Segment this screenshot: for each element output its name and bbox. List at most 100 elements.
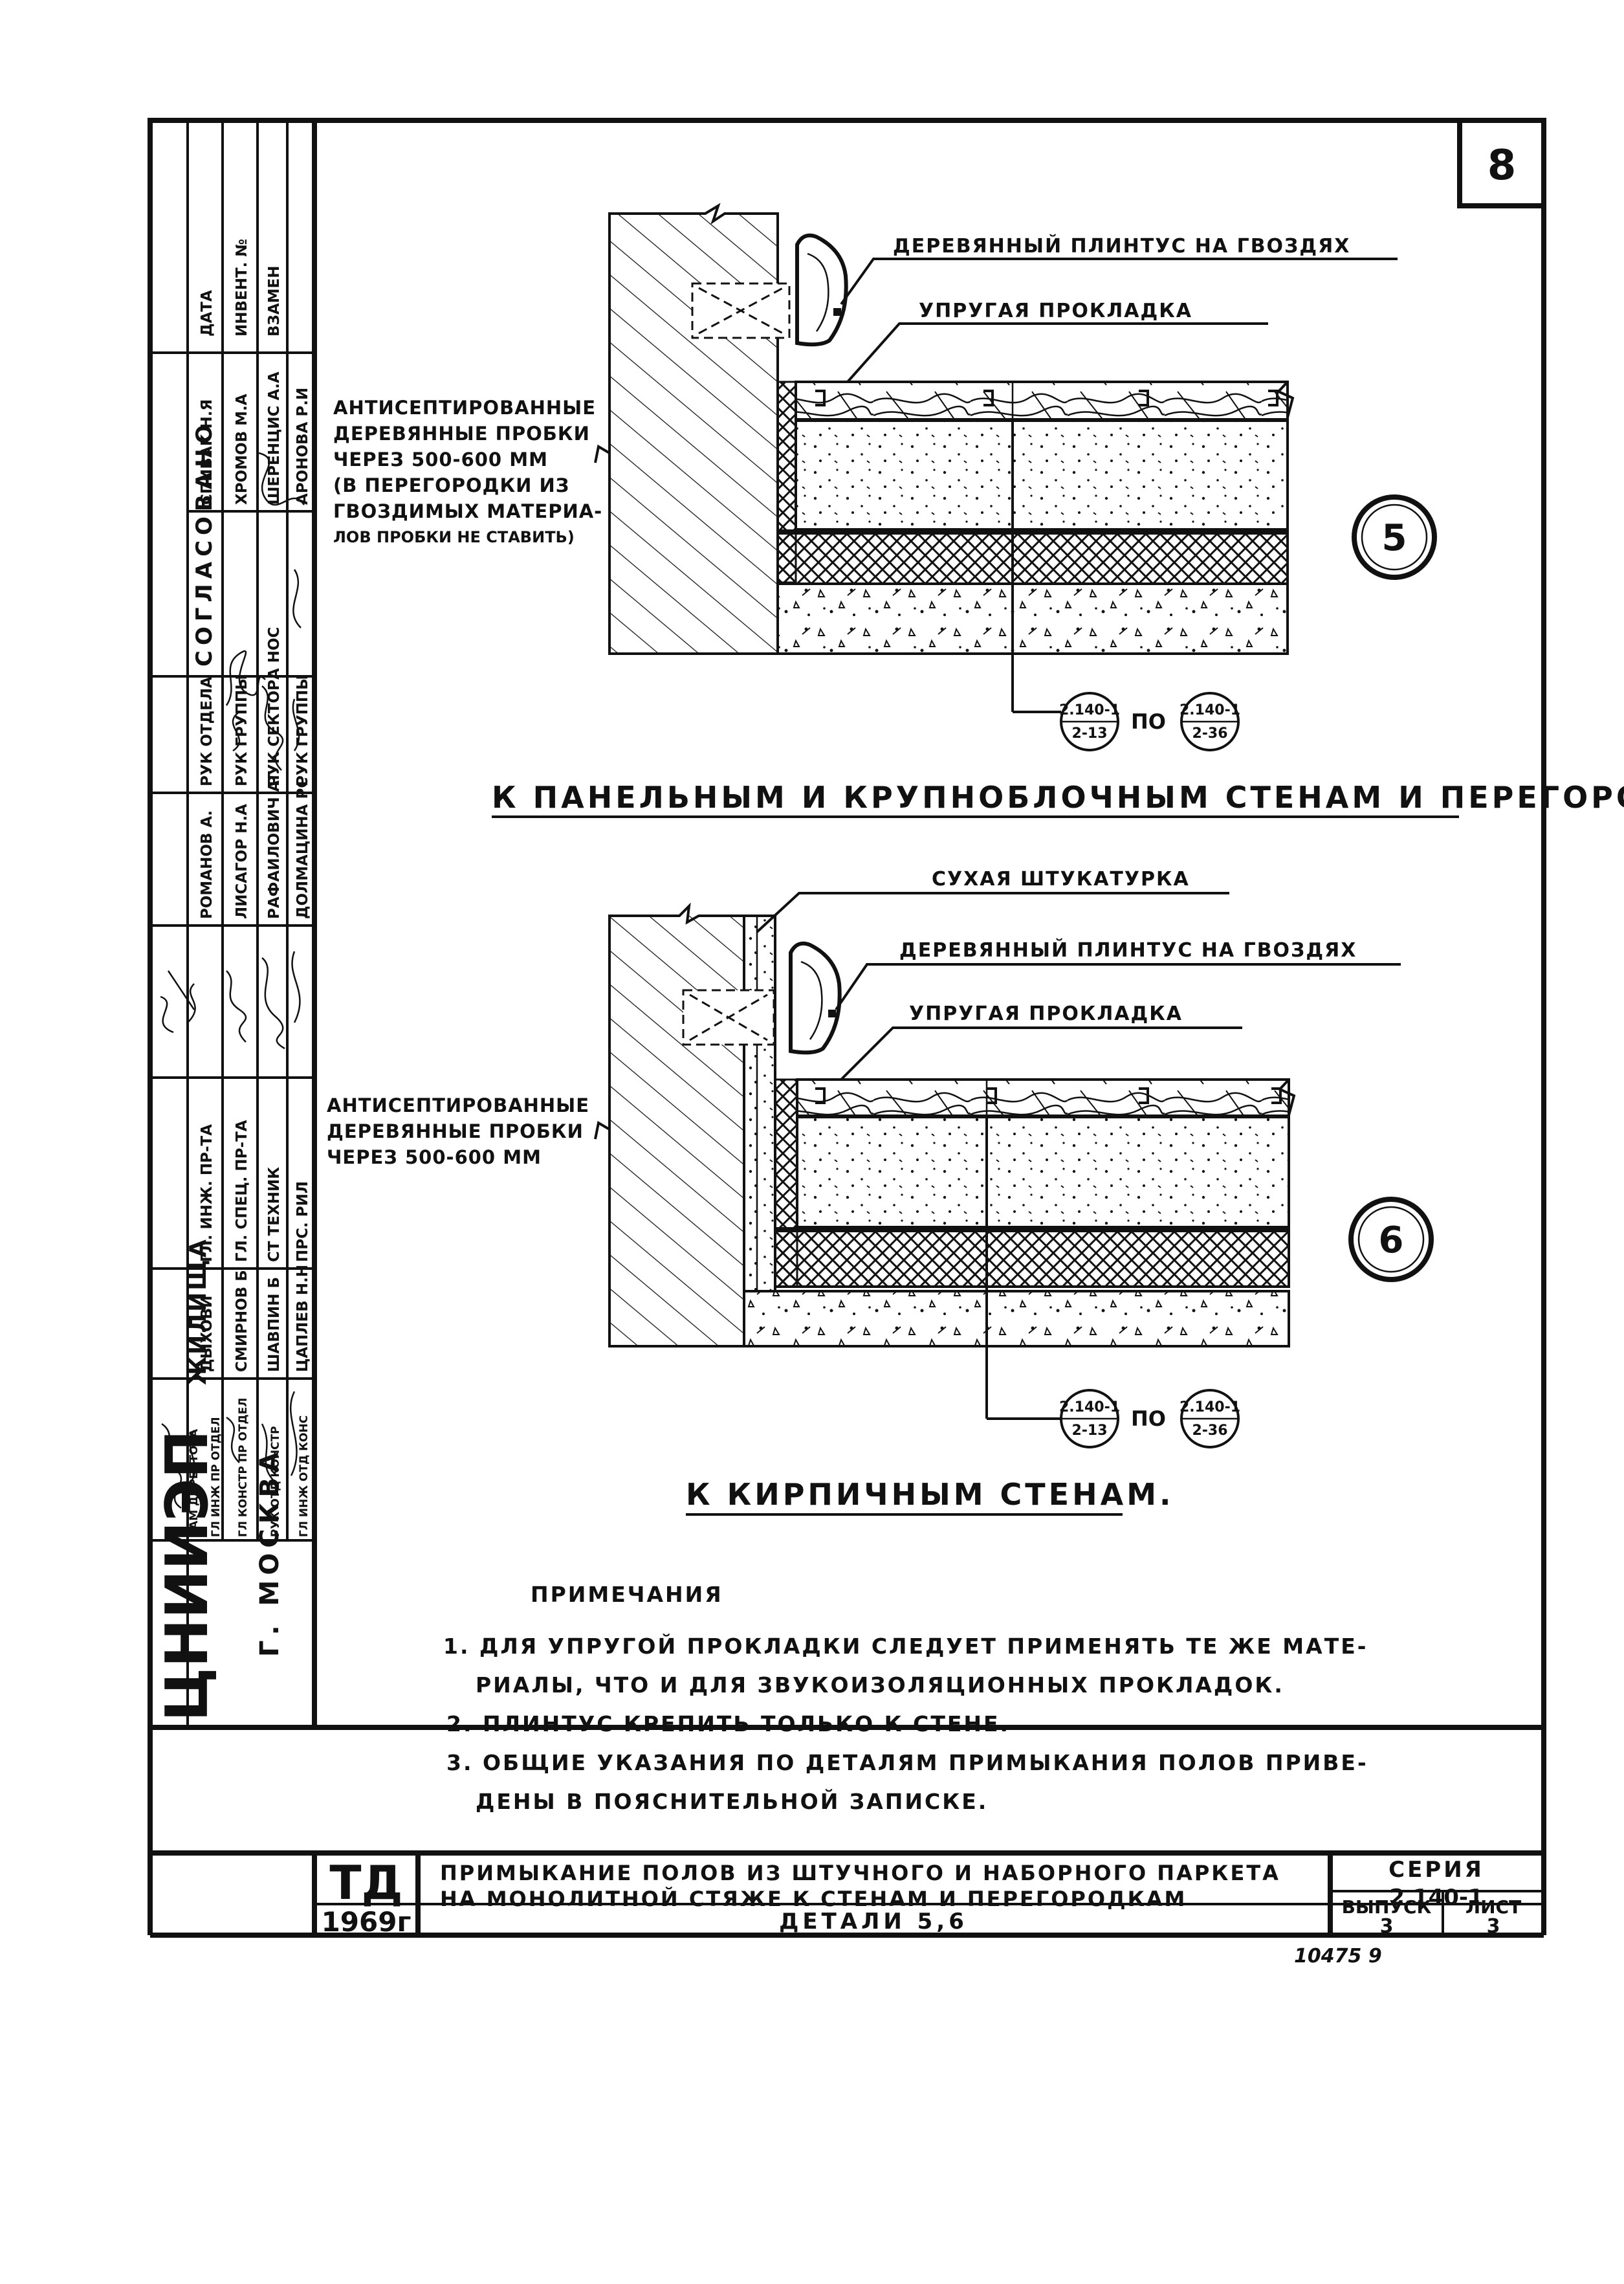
- sound-insulation-layer: [774, 1227, 1290, 1288]
- svg-text:2-13: 2-13: [1071, 1423, 1107, 1439]
- reference-5: 2.140-1 2-13 ПО 2.140-1 2-36: [1059, 692, 1240, 751]
- staff-role: ГЛ ИНЖ ПР ОТДЕЛ: [210, 1417, 223, 1537]
- svg-text:2.140-1: 2.140-1: [1059, 702, 1120, 718]
- parquet-layer: [796, 1078, 1290, 1118]
- wooden-plinth: [795, 233, 848, 347]
- note-line: ДЕНЫ В ПОЯСНИТЕЛЬНОЙ ЗАПИСКЕ.: [476, 1788, 988, 1814]
- archive-number: 10475 9: [1294, 1945, 1382, 1968]
- parquet-layer: [795, 381, 1289, 422]
- doc-year: 1969г: [322, 1906, 411, 1938]
- approval-name: СПИВАК Н.Я: [199, 399, 215, 505]
- sheet-number: 8: [1487, 142, 1517, 190]
- svg-text:2.140-1: 2.140-1: [1180, 1399, 1240, 1415]
- label-wooden-plinth-5: ДЕРЕВЯННЫЙ ПЛИНТУС НА ГВОЗДЯХ: [893, 234, 1350, 258]
- svg-text:ПО: ПО: [1131, 1406, 1166, 1431]
- staff-role: СТ ТЕХНИК: [266, 1167, 283, 1262]
- panel-wall: [609, 214, 778, 654]
- svg-text:(В ПЕРЕГОРОДКИ ИЗ: (В ПЕРЕГОРОДКИ ИЗ: [333, 474, 569, 496]
- svg-text:2-13: 2-13: [1071, 726, 1107, 742]
- date-header: ДАТА: [199, 290, 215, 337]
- approval-role: РУК ОТДЕЛА: [199, 676, 215, 786]
- doc-code: ТД: [329, 1856, 402, 1910]
- approval-name: ХРОМОВ М.А: [234, 394, 250, 505]
- svg-text:АНТИСЕПТИРОВАННЫЕ: АНТИСЕПТИРОВАННЫЕ: [333, 397, 596, 419]
- sheet-value: 3: [1487, 1915, 1500, 1938]
- reference-6: 2.140-1 2-13 ПО 2.140-1 2-36: [1059, 1389, 1240, 1448]
- caption-detail-5: К ПАНЕЛЬНЫМ И КРУПНОБЛОЧНЫМ СТЕНАМ И ПЕР…: [492, 780, 1624, 815]
- brick-wall: [609, 916, 744, 1346]
- staff-name: ЦАПЛЕВ Н.Н: [294, 1265, 311, 1372]
- svg-text:ГВОЗДИМЫХ МАТЕРИА-: ГВОЗДИМЫХ МАТЕРИА-: [333, 500, 602, 522]
- org-logo-text: ЦНИИЭП: [153, 1430, 221, 1722]
- sound-insulation-layer: [776, 529, 1289, 585]
- detail-number-6: 6: [1348, 1197, 1434, 1282]
- detail-5-section: [594, 203, 1398, 713]
- svg-text:2.140-1: 2.140-1: [1180, 702, 1240, 718]
- issue-value: 3: [1380, 1915, 1394, 1938]
- svg-text:ДЕРЕВЯННЫЕ ПРОБКИ: ДЕРЕВЯННЫЕ ПРОБКИ: [327, 1120, 584, 1142]
- approval-header: СОГЛАСОВАНО: [192, 419, 217, 667]
- svg-text:ЧЕРЕЗ 500-600 ММ: ЧЕРЕЗ 500-600 ММ: [333, 449, 548, 471]
- label-dry-plaster-6: СУХАЯ ШТУКАТУРКА: [932, 868, 1190, 891]
- detail-number-5: 5: [1352, 494, 1437, 580]
- slab-layer: [743, 1290, 1290, 1347]
- staff-role: ГЛ ИНЖ ОТД КОНС: [298, 1415, 311, 1537]
- detail-6-section: [594, 892, 1401, 1420]
- note-line: 2. ПЛИНТУС КРЕПИТЬ ТОЛЬКО К СТЕНЕ.: [446, 1711, 1010, 1736]
- note-line: 3. ОБЩИЕ УКАЗАНИЯ ПО ДЕТАЛЯМ ПРИМЫКАНИЯ …: [446, 1750, 1368, 1775]
- svg-text:ДЕРЕВЯННЫЕ ПРОБКИ: ДЕРЕВЯННЫЕ ПРОБКИ: [333, 423, 590, 445]
- dry-plaster: [743, 915, 776, 1292]
- slab-layer: [776, 582, 1289, 655]
- sheet-number-box: 8: [1457, 118, 1546, 208]
- svg-text:АНТИСЕПТИРОВАННЫЕ: АНТИСЕПТИРОВАННЫЕ: [327, 1094, 589, 1116]
- title-block: ТД 1969г ПРИМЫКАНИЕ ПОЛОВ ИЗ ШТУЧНОГО И …: [148, 1727, 1546, 1938]
- instead-header: ВЗАМЕН: [266, 265, 283, 337]
- svg-text:ПО: ПО: [1131, 709, 1166, 734]
- approval-name: АРОНОВА Р.И: [294, 388, 311, 505]
- screed-layer: [795, 418, 1289, 531]
- org-city: Г. МОСКВА: [255, 1447, 285, 1657]
- staff-name: СМИРНОВ Б: [234, 1270, 250, 1372]
- inventory-header: ИНВЕНТ. №: [234, 239, 250, 337]
- sidebar-stamp: ДАТА ИНВЕНТ. № ВЗАМЕН СОГЛАСОВАНО СПИВАК…: [150, 120, 314, 1727]
- note-line: РИАЛЫ, ЧТО И ДЛЯ ЗВУКОИЗОЛЯЦИОННЫХ ПРОКЛ…: [476, 1672, 1284, 1698]
- left-note-6: АНТИСЕПТИРОВАННЫЕ ДЕРЕВЯННЫЕ ПРОБКИ ЧЕРЕ…: [327, 1094, 589, 1168]
- staff-name: ДЫХОВИ: [199, 1296, 215, 1372]
- doc-title-line2: НА МОНОЛИТНОЙ СТЯЖЕ К СТЕНАМ И ПЕРЕГОРОД…: [440, 1887, 1187, 1911]
- series-value: 2.140-1: [1389, 1885, 1483, 1911]
- notes-title: ПРИМЕЧАНИЯ: [531, 1582, 723, 1607]
- svg-text:ЧЕРЕЗ 500-600 ММ: ЧЕРЕЗ 500-600 ММ: [327, 1146, 542, 1168]
- approval-role: РУК СЕКТОРА НОС: [266, 627, 283, 786]
- staff-name: ДОЛМАЦИНА РС: [294, 777, 311, 919]
- sheet-label: ЛИСТ: [1465, 1896, 1521, 1918]
- svg-text:5: 5: [1382, 517, 1407, 559]
- signatures: [160, 452, 305, 1509]
- svg-text:2.140-1: 2.140-1: [1059, 1399, 1120, 1415]
- svg-text:6: 6: [1379, 1219, 1404, 1261]
- staff-name: ЛИСАГОР Н.А: [234, 804, 250, 919]
- svg-text:2-36: 2-36: [1192, 1423, 1227, 1439]
- staff-role: ГЛ. ИНЖ. ПР-ТА: [199, 1124, 215, 1262]
- label-wooden-plinth-6: ДЕРЕВЯННЫЙ ПЛИНТУС НА ГВОЗДЯХ: [899, 938, 1357, 962]
- staff-role: ЗАМ ДИРЕКТОРА: [188, 1428, 201, 1537]
- doc-subtitle: ДЕТАЛИ 5,6: [779, 1909, 968, 1935]
- label-elastic-pad-6: УПРУГАЯ ПРОКЛАДКА: [909, 1003, 1183, 1025]
- staff-role: ПРС. РИЛ: [294, 1181, 311, 1262]
- svg-text:ЛОВ ПРОБКИ НЕ СТАВИТЬ): ЛОВ ПРОБКИ НЕ СТАВИТЬ): [333, 528, 575, 546]
- series-label: СЕРИЯ: [1388, 1857, 1484, 1883]
- staff-role: РУК ОТД КОНСТР: [269, 1426, 282, 1537]
- staff-name: ШАВПИН Б: [266, 1277, 283, 1372]
- note-line: 1. ДЛЯ УПРУГОЙ ПРОКЛАДКИ СЛЕДУЕТ ПРИМЕНЯ…: [443, 1633, 1368, 1659]
- approval-name: ШЕРЕНЦИС А.А: [266, 371, 283, 505]
- doc-title-line1: ПРИМЫКАНИЕ ПОЛОВ ИЗ ШТУЧНОГО И НАБОРНОГО…: [440, 1861, 1280, 1885]
- sheet-frame: [148, 118, 1546, 1730]
- approval-role: РУК ГРУППЫ: [294, 674, 311, 786]
- staff-role: ГЛ. СПЕЦ. ПР-ТА: [234, 1120, 250, 1262]
- staff-name: РОМАНОВ А.: [199, 810, 215, 919]
- wooden-plinth: [789, 941, 842, 1055]
- screed-layer: [796, 1114, 1290, 1228]
- label-elastic-pad-5: УПРУГАЯ ПРОКЛАДКА: [919, 300, 1192, 322]
- issue-label: ВЫПУСК: [1342, 1896, 1432, 1918]
- staff-role: ГЛ КОНСТР ПР ОТДЕЛ: [237, 1398, 250, 1537]
